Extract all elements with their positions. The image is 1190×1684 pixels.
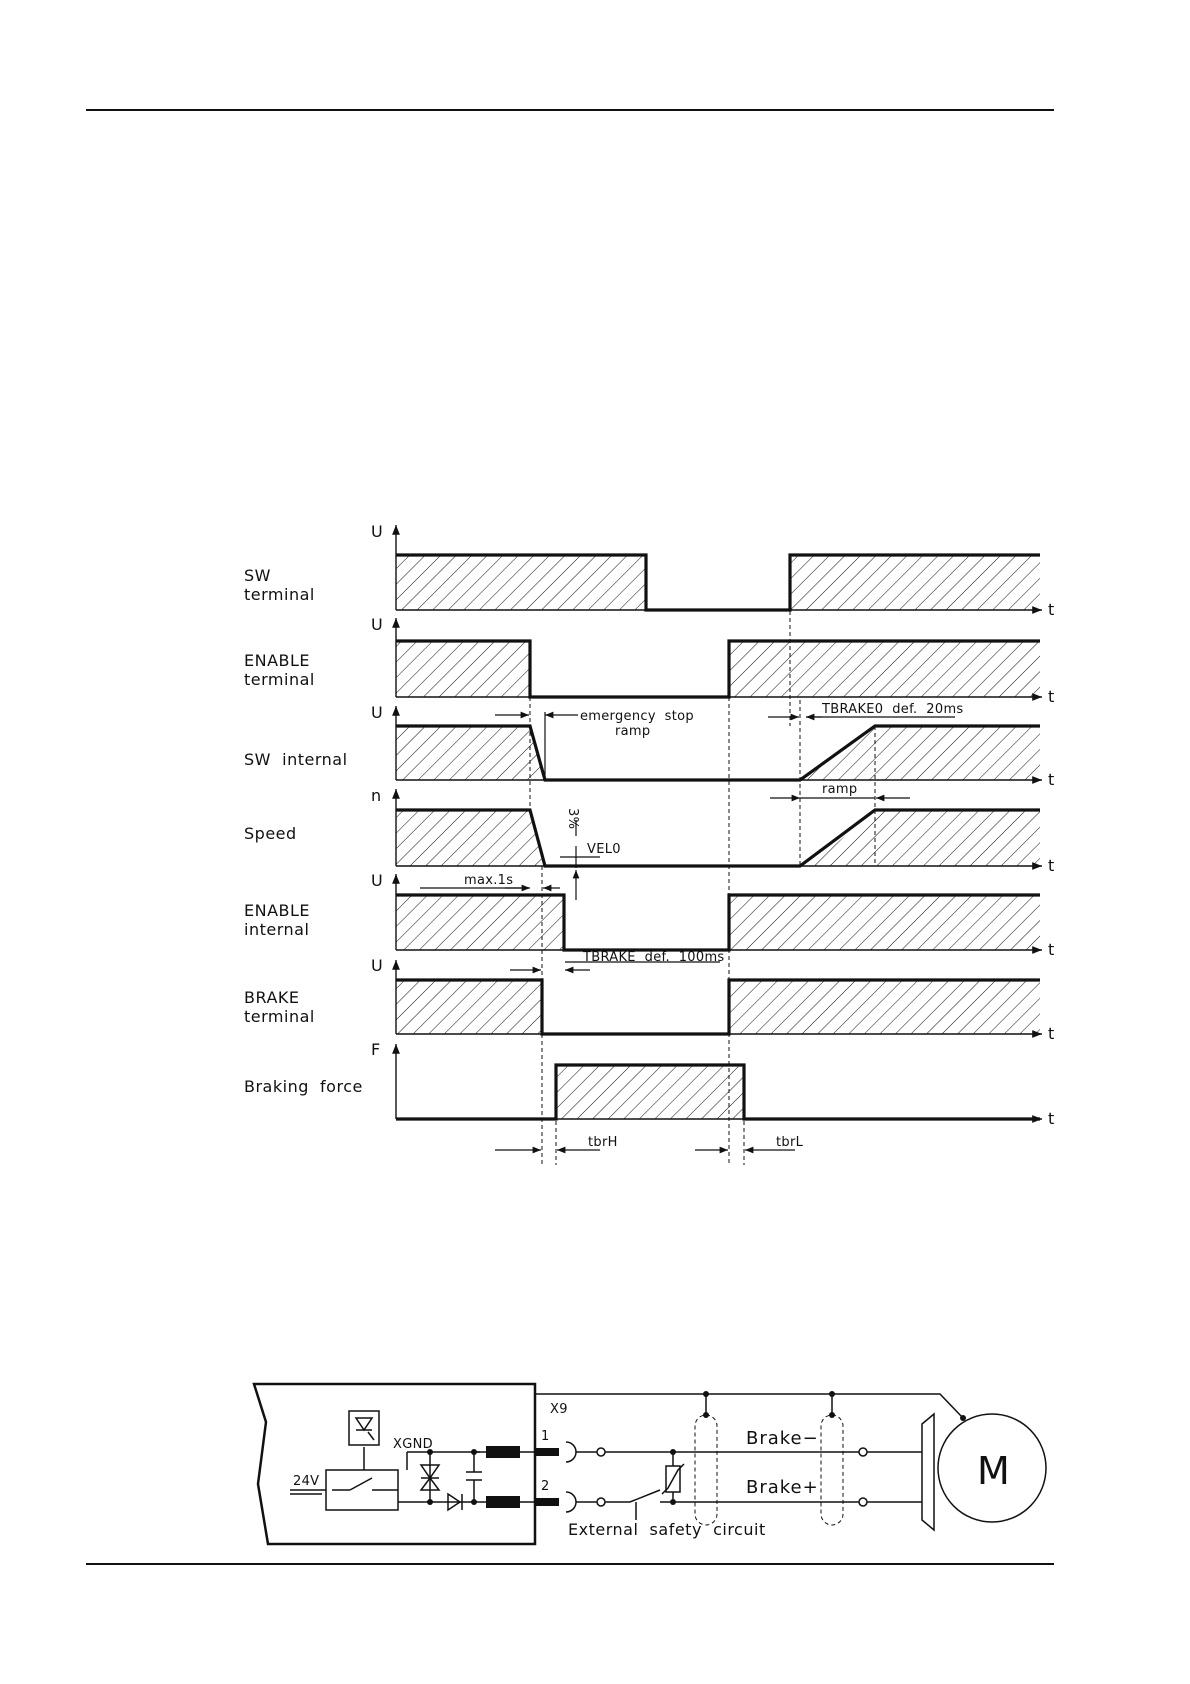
axis-label-u-2: U (371, 615, 383, 634)
time-label-6: t (1048, 1024, 1054, 1043)
label-brake-minus: Brake− (746, 1428, 819, 1449)
axis-label-u-5: U (371, 871, 383, 890)
annotation-emergency-stop-ramp: ramp (615, 724, 650, 739)
drive-enclosure (254, 1384, 535, 1544)
axis-label-f: F (371, 1040, 380, 1059)
annotation-tbrh: tbrH (588, 1135, 618, 1150)
label-24v: 24V (293, 1474, 319, 1489)
wiring-diagram: 24V XGND X9 1 2 (254, 1384, 1046, 1544)
row-label-enable-terminal-1: ENABLE (244, 651, 310, 670)
optocoupler-icon (349, 1411, 379, 1445)
time-label-1: t (1048, 600, 1054, 619)
annotation-max1s: max.1s (464, 873, 513, 888)
row-label-sw-terminal-1: SW (244, 566, 271, 585)
time-label-2: t (1048, 687, 1054, 706)
time-label-4: t (1048, 856, 1054, 875)
axis-label-u-1: U (371, 522, 383, 541)
row-label-speed: Speed (244, 824, 297, 843)
label-pin1: 1 (541, 1429, 550, 1444)
row-label-sw-internal: SW internal (244, 750, 348, 769)
annotation-tbrl: tbrL (776, 1135, 804, 1150)
label-xgnd: XGND (393, 1437, 433, 1452)
row-label-enable-internal-1: ENABLE (244, 901, 310, 920)
annotation-ramp: ramp (822, 782, 857, 797)
label-external-safety-circuit: External safety circuit (568, 1520, 766, 1539)
row-label-braking-force: Braking force (244, 1077, 363, 1096)
annotation-tbrake: TBRAKE def. 100ms (582, 950, 725, 965)
annotation-emergency-stop: emergency stop (580, 709, 694, 724)
row-label-enable-terminal-2: terminal (244, 670, 315, 689)
label-pin2: 2 (541, 1479, 550, 1494)
annotation-three-percent: 3% (565, 808, 580, 829)
label-x9: X9 (550, 1402, 568, 1417)
annotation-tbrake0: TBRAKE0 def. 20ms (821, 702, 964, 717)
ferrite-bead-2 (486, 1496, 520, 1508)
wire-shield-top (535, 1394, 963, 1418)
brake-icon (922, 1414, 934, 1530)
axis-label-u-3: U (371, 703, 383, 722)
time-label-5: t (1048, 940, 1054, 959)
axis-label-u-6: U (371, 956, 383, 975)
annotation-vel0: VEL0 (587, 842, 621, 857)
ferrite-bead-1 (486, 1446, 520, 1458)
row-label-brake-terminal-2: terminal (244, 1007, 315, 1026)
timing-diagram: SW terminal ENABLE terminal SW internal … (244, 522, 1054, 1165)
row-label-enable-internal-2: internal (244, 920, 309, 939)
row-label-brake-terminal-1: BRAKE (244, 988, 300, 1007)
label-motor: M (977, 1449, 1010, 1493)
label-brake-plus: Brake+ (746, 1477, 819, 1498)
axis-label-n: n (371, 786, 381, 805)
time-label-3: t (1048, 770, 1054, 789)
row-label-sw-terminal-2: terminal (244, 585, 315, 604)
time-label-7: t (1048, 1109, 1054, 1128)
